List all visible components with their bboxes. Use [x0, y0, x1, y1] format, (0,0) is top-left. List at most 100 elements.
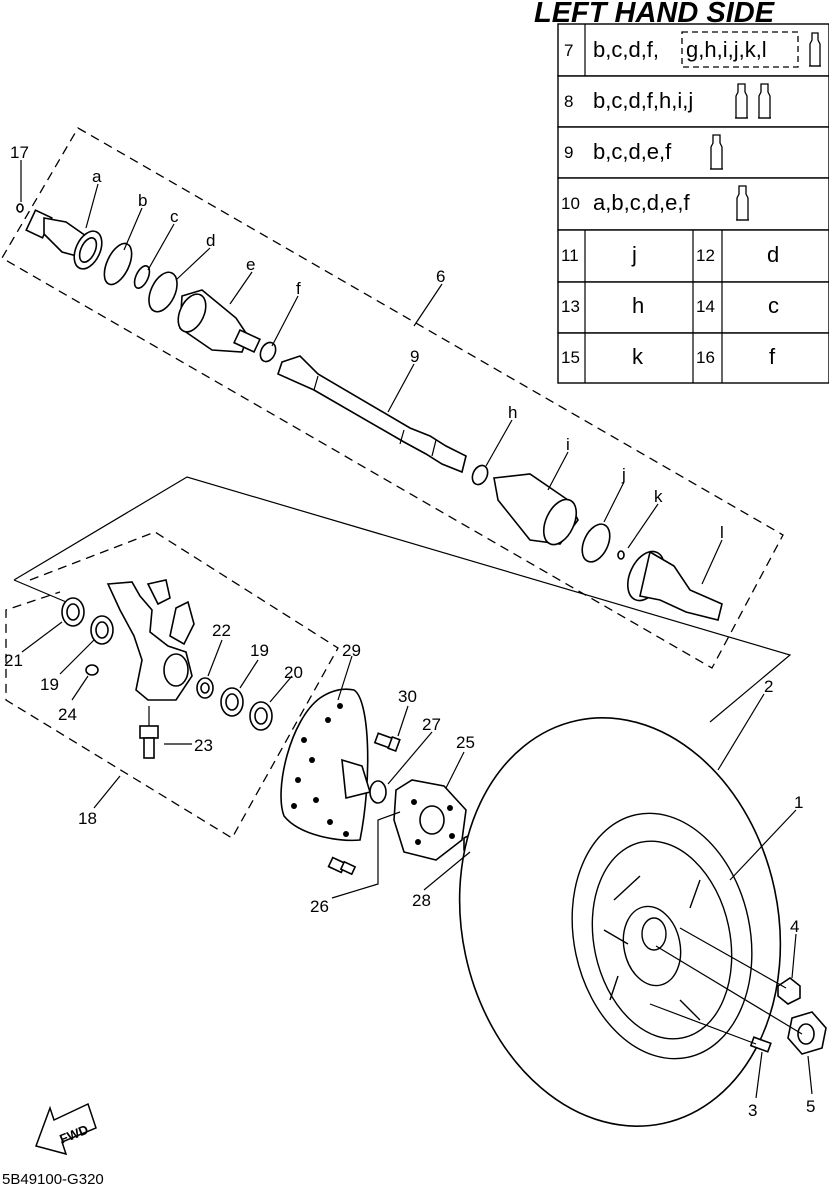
tire: [458, 717, 782, 1127]
callout-9: 9: [410, 347, 419, 366]
circlip: [16, 203, 24, 213]
fwd-arrow-icon: FWD: [35, 1102, 97, 1156]
retaining-clip: [133, 265, 151, 289]
callout-h: h: [508, 403, 517, 422]
wheel-hub: [393, 779, 467, 861]
callout-22: 22: [212, 621, 231, 640]
boot: [493, 473, 579, 546]
callout-f: f: [296, 279, 301, 298]
callout-e: e: [246, 255, 255, 274]
cv-joint-outer: [25, 209, 103, 270]
kit-part: c: [768, 293, 779, 318]
knuckle-group-outline: [13, 476, 792, 723]
boot-band-small: [259, 341, 277, 363]
kit-row-10: [557, 177, 829, 231]
bolt: [373, 732, 401, 753]
boot-band: [581, 523, 611, 563]
callout-17: 17: [10, 143, 29, 162]
ball-joint: [139, 706, 159, 759]
kit-number: 7: [564, 41, 573, 60]
kit-parts: a,b,c,d,e,f: [593, 190, 691, 215]
circlip: [85, 664, 99, 676]
kit-part: d: [767, 242, 779, 267]
callout-19: 19: [250, 641, 269, 660]
kit-parts: b,c,d,f,: [593, 37, 659, 62]
kit-table: 7 b,c,d,f, g,h,i,j,k,l 8 b,c,d,f,h,i,j 9…: [557, 23, 829, 384]
circlip: [617, 550, 625, 560]
grease-tube-icon: [809, 32, 821, 67]
boot: [177, 289, 261, 354]
brake-disc: [280, 688, 372, 842]
callout-25: 25: [456, 733, 475, 752]
kit-row-9: [557, 126, 829, 179]
kit-number: 11: [561, 246, 579, 265]
drive-shaft: [277, 355, 467, 474]
wheel-stud-lines: [649, 927, 803, 1045]
callout-18: 18: [78, 809, 97, 828]
cv-joint-inner: [627, 550, 723, 621]
kit-dashed-group: [681, 31, 799, 68]
axle-nut: [787, 1011, 827, 1055]
kit-number: 14: [696, 297, 715, 316]
callout-19: 19: [40, 675, 59, 694]
wheel-nut: [777, 977, 801, 1005]
kit-part: k: [632, 344, 644, 369]
steering-knuckle: [106, 579, 195, 701]
kit-number: 16: [696, 348, 715, 367]
callout-6: 6: [436, 267, 445, 286]
callout-26: 26: [310, 897, 329, 916]
kit-row-8: [557, 75, 829, 128]
o-ring: [369, 780, 387, 804]
bearing: [220, 687, 244, 717]
callout-23: 23: [194, 736, 213, 755]
callout-28: 28: [412, 891, 431, 910]
kit-number: 10: [561, 194, 580, 213]
wheel-rim: [591, 840, 733, 1040]
callout-2: 2: [764, 677, 773, 696]
grease-tube-icon: [735, 83, 748, 119]
callout-i: i: [566, 435, 570, 454]
callout-j: j: [621, 465, 626, 484]
kit-part: f: [769, 344, 776, 369]
callout-l: l: [720, 523, 724, 542]
boot-band: [148, 271, 178, 313]
leader-lines: [20, 160, 813, 1099]
oil-seal: [61, 597, 85, 627]
valve-stem: [749, 1036, 772, 1053]
kit-number: 13: [561, 297, 580, 316]
callout-30: 30: [398, 687, 417, 706]
kit-number: 12: [696, 246, 715, 265]
spacer: [196, 677, 214, 699]
callout-c: c: [170, 207, 179, 226]
bearing-group-outline: [5, 531, 339, 839]
boot-band-small: [471, 464, 489, 486]
callout-k: k: [654, 487, 663, 506]
grease-tube-icon: [710, 134, 723, 170]
callout-24: 24: [58, 705, 77, 724]
grease-tube-icon: [758, 83, 771, 119]
kit-number: 8: [564, 92, 573, 111]
callout-20: 20: [284, 663, 303, 682]
bearing: [90, 615, 114, 645]
drive-shaft-group-outline: [1, 127, 784, 669]
kit-number: 15: [561, 348, 580, 367]
oil-seal: [249, 701, 273, 731]
kit-part: j: [631, 242, 637, 267]
callout-4: 4: [790, 917, 799, 936]
drawing-code: 5B49100-G320: [2, 1171, 104, 1186]
kit-number: 9: [564, 143, 573, 162]
kit-dashed-parts: g,h,i,j,k,l: [686, 37, 767, 62]
callout-5: 5: [806, 1097, 815, 1116]
callout-3: 3: [748, 1101, 757, 1120]
callout-21: 21: [4, 651, 23, 670]
callout-1: 1: [794, 793, 803, 812]
kit-parts: b,c,d,e,f: [593, 139, 672, 164]
callout-29: 29: [342, 641, 361, 660]
grease-tube-icon: [736, 185, 749, 221]
kit-part: h: [632, 293, 644, 318]
callout-d: d: [206, 231, 215, 250]
callout-a: a: [92, 167, 102, 186]
callout-27: 27: [422, 715, 441, 734]
hub-bolt: [327, 856, 357, 876]
